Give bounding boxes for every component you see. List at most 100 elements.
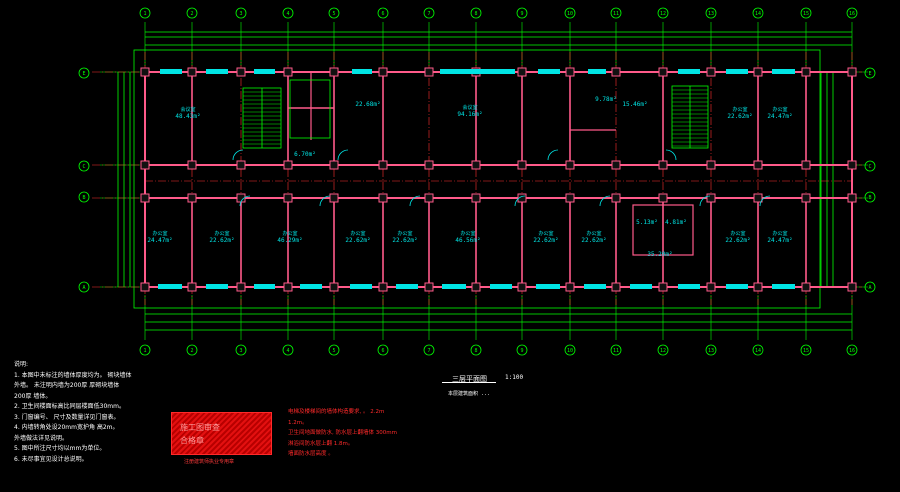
axis-bubble: [752, 344, 764, 356]
room-name: 办公室: [152, 230, 167, 237]
axis-bubble: [235, 344, 247, 356]
axis-bubble: [328, 7, 340, 19]
red-note-line: 卫生间地面做防水, 防水层上翻墙体 300mm: [288, 430, 397, 436]
column: [187, 193, 197, 203]
window-bottom: [630, 284, 652, 289]
axis-bubble: [705, 344, 717, 356]
room-name: 办公室: [772, 230, 787, 237]
room-name: 会议室: [180, 106, 195, 113]
red-note-line: 淋浴间防水层上翻 1.8m。: [288, 440, 354, 447]
window-bottom: [726, 284, 748, 289]
axis-label: 11: [613, 348, 619, 354]
axis-label: 3: [239, 11, 242, 17]
axis-bubble: [470, 344, 482, 356]
column: [753, 193, 763, 203]
column: [706, 160, 716, 170]
door-swing: [232, 149, 244, 161]
room-name: 办公室: [460, 230, 475, 237]
area-note: 本层建筑面积 ...: [448, 391, 491, 397]
column: [517, 282, 527, 292]
column: [658, 282, 668, 292]
room-area: 5.13m²: [636, 219, 658, 226]
window-bottom: [350, 284, 372, 289]
column: [801, 193, 811, 203]
door-swing: [337, 149, 349, 161]
room-area: 24.47m²: [767, 113, 792, 120]
axis-bubble: [800, 344, 812, 356]
window-top: [206, 69, 228, 74]
axis-bubble: [423, 7, 435, 19]
window-bottom: [300, 284, 322, 289]
axis-label: 1: [143, 348, 146, 354]
axis-bubbles: 1122334455667788991010111112121313141415…: [78, 7, 876, 356]
axis-label: 4: [286, 348, 289, 354]
room-area: 24.47m²: [767, 237, 792, 244]
axis-label: E: [868, 71, 871, 77]
axis-label: A: [82, 285, 85, 291]
column: [283, 67, 293, 77]
column: [801, 160, 811, 170]
window-top: [772, 69, 795, 74]
axis-label: 16: [849, 11, 855, 17]
axis-bubble: [423, 344, 435, 356]
column: [753, 282, 763, 292]
column: [424, 67, 434, 77]
axis-label: 6: [381, 348, 384, 354]
column: [801, 282, 811, 292]
axis-bubble: [328, 344, 340, 356]
axis-label: 12: [660, 348, 666, 354]
axis-bubble: [186, 7, 198, 19]
room-name: 会议室: [462, 104, 477, 111]
door-swing: [514, 195, 526, 207]
axis-bubble: [864, 67, 876, 79]
column: [187, 282, 197, 292]
note-line: 外墙。 未注明内墙为200厚 厚砌块墙体: [14, 382, 120, 389]
axis-label: 8: [474, 348, 477, 354]
column: [471, 160, 481, 170]
axis-bubble: [282, 344, 294, 356]
axis-bubble: [864, 281, 876, 293]
axis-bubble: [516, 344, 528, 356]
door-swing: [409, 195, 421, 207]
axis-label: 6: [381, 11, 384, 17]
red-note-line: 电梯及楼梯间的墙体构造要求, 。 2.2m: [288, 409, 385, 415]
column: [424, 160, 434, 170]
door-swing: [547, 149, 559, 161]
window-bottom: [206, 284, 228, 289]
room-area: 22.62m²: [581, 237, 606, 244]
window-top: [352, 69, 372, 74]
elevator-shaft: [289, 79, 331, 139]
note-line: 5. 图中所注尺寸均以mm为单位。: [14, 445, 106, 452]
room-area: 22.62m²: [345, 237, 370, 244]
door-swing: [239, 195, 251, 207]
note-line: 4. 内墙转角处设20mm宽护角 高2m。: [14, 424, 119, 431]
axis-bubble: [516, 7, 528, 19]
column: [658, 160, 668, 170]
room-name: 办公室: [772, 106, 787, 113]
stamp-line-1: 施工图审查: [180, 423, 220, 432]
column: [517, 67, 527, 77]
stairs: [242, 79, 709, 149]
window-top: [160, 69, 182, 74]
column: [236, 67, 246, 77]
note-line: 200厚 墙体。: [14, 392, 52, 400]
column: [847, 160, 857, 170]
axis-label: 14: [755, 348, 761, 354]
axis-bubble: [564, 344, 576, 356]
axis-label: 10: [567, 348, 573, 354]
axis-bubble: [470, 7, 482, 19]
column: [378, 67, 388, 77]
axis-bubble: [657, 344, 669, 356]
axis-label: 5: [332, 348, 335, 354]
axis-label: 13: [708, 348, 714, 354]
room-area: 22.62m²: [392, 237, 417, 244]
column: [140, 67, 150, 77]
axis-label: 7: [427, 11, 430, 17]
window-bottom: [158, 284, 182, 289]
column: [611, 282, 621, 292]
window-bottom: [442, 284, 466, 289]
window-top: [254, 69, 275, 74]
axis-bubble: [657, 7, 669, 19]
column: [236, 282, 246, 292]
